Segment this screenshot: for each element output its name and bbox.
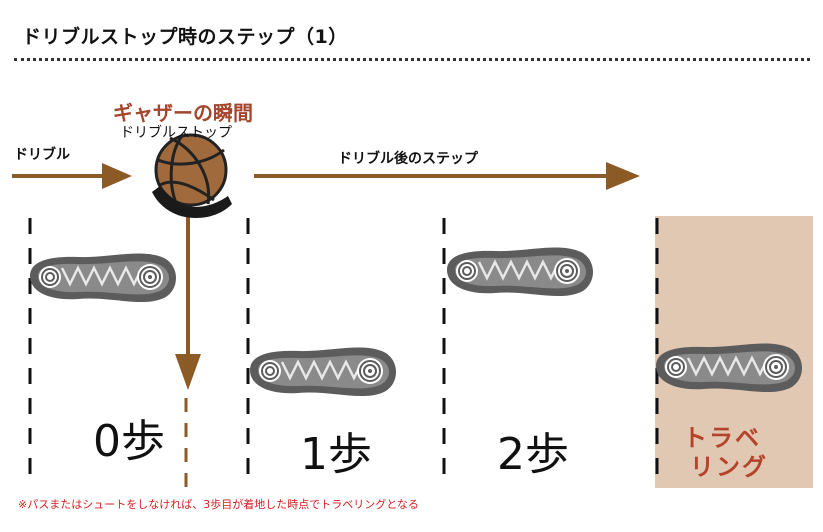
- footprint-icon: [445, 246, 595, 298]
- step-label-2: 2歩: [497, 429, 569, 480]
- footprint-icon: [28, 252, 178, 304]
- dribble-arrow: [12, 163, 132, 189]
- traveling-label-line2: リング: [690, 453, 768, 481]
- step-label-0: 0歩: [93, 416, 165, 467]
- dribble-stop-label: ドリブルストップ: [120, 125, 232, 141]
- step-label-1: 1歩: [300, 429, 372, 480]
- gather-moment-label: ギャザーの瞬間: [113, 101, 253, 125]
- dribble-label: ドリブル: [14, 147, 70, 163]
- hand-icon: [152, 186, 232, 218]
- gather-down-arrow: [175, 210, 201, 390]
- basketball-icon: [154, 133, 228, 207]
- title-divider: [14, 58, 810, 61]
- footprint-icon: [248, 346, 398, 398]
- traveling-label-line1: トラベ: [683, 424, 761, 452]
- after-dribble-label: ドリブル後のステップ: [338, 151, 478, 167]
- footprint-icon: [654, 342, 804, 394]
- after-dribble-arrow: [254, 162, 640, 190]
- page-title: ドリブルストップ時のステップ（1）: [22, 26, 348, 48]
- footnote: ※パスまたはシュートをしなければ、3歩目が着地した時点でトラベリングとなる: [18, 498, 419, 511]
